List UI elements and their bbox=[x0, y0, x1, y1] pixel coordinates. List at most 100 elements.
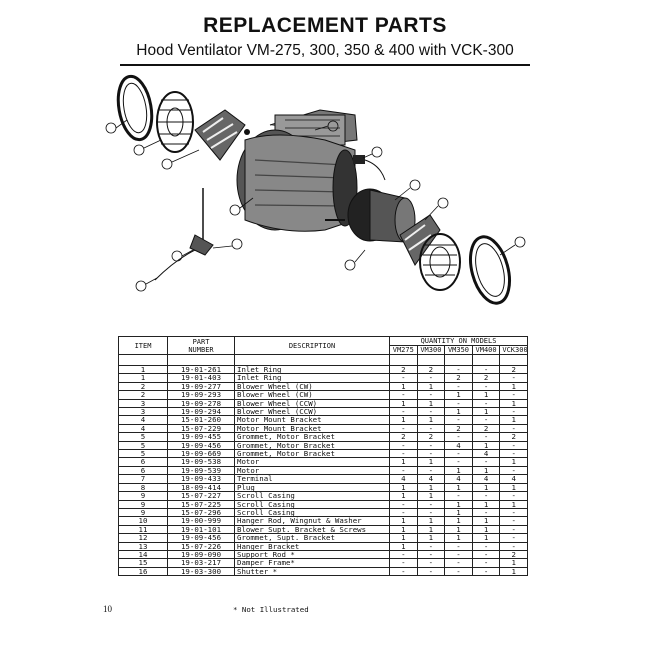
part-number-cell: 18-09-414 bbox=[167, 482, 235, 493]
quantity-cell: 1 bbox=[416, 482, 446, 493]
quantity-cell: - bbox=[444, 558, 473, 568]
quantity-cell: - bbox=[416, 507, 446, 518]
blower-wheel-right-illustration bbox=[419, 233, 461, 291]
quantity-cell: 1 bbox=[471, 533, 501, 543]
quantity-cell: 1 bbox=[471, 407, 501, 417]
quantity-cell: 2 bbox=[389, 432, 418, 442]
part-number-cell: 19-09-294 bbox=[167, 407, 235, 417]
description-cell: Support Rod * bbox=[234, 549, 390, 560]
part-number-cell: 19-01-261 bbox=[167, 364, 235, 375]
part-number-cell: 15-01-260 bbox=[167, 415, 235, 425]
quantity-cell: - bbox=[389, 423, 418, 434]
part-number-cell: 19-09-539 bbox=[167, 465, 235, 476]
quantity-cell: 4 bbox=[389, 474, 418, 484]
description-cell: Hanger Bracket bbox=[234, 541, 390, 551]
quantity-cell: 1 bbox=[416, 457, 446, 467]
parts-table: ITEM PART NUMBER DESCRIPTION QUANTITY ON… bbox=[118, 336, 528, 577]
motor-mount-bracket-left-illustration bbox=[194, 109, 246, 161]
quantity-cell: - bbox=[416, 373, 446, 383]
quantity-cell: 4 bbox=[416, 474, 446, 484]
scroll-casing-illustration bbox=[236, 109, 358, 232]
part-number-cell: 19-09-278 bbox=[167, 398, 235, 409]
quantity-cell: - bbox=[471, 432, 501, 442]
quantity-cell: - bbox=[416, 440, 446, 451]
quantity-cell: 1 bbox=[416, 491, 446, 501]
quantity-cell: - bbox=[499, 465, 528, 476]
quantity-cell: 2 bbox=[444, 423, 473, 434]
inlet-ring-right-illustration bbox=[469, 235, 511, 305]
description-cell: Inlet Ring bbox=[234, 373, 390, 383]
page-title: REPLACEMENT PARTS bbox=[203, 14, 447, 37]
quantity-cell: 1 bbox=[389, 398, 418, 409]
quantity-cell: - bbox=[389, 449, 418, 459]
item-cell: 16 bbox=[118, 566, 168, 577]
part-number-cell: 19-09-538 bbox=[167, 457, 235, 467]
motor-mount-bracket-right-illustration bbox=[399, 214, 441, 266]
item-cell: 14 bbox=[118, 549, 168, 560]
quantity-cell: - bbox=[416, 423, 446, 434]
quantity-cell: 1 bbox=[471, 524, 501, 535]
description-cell: Grommet, Motor Bracket bbox=[234, 440, 390, 451]
description-cell: Scroll Casing bbox=[234, 507, 390, 518]
hanger-rod-illustration bbox=[154, 188, 214, 281]
quantity-cell: - bbox=[499, 390, 528, 400]
quantity-cell: - bbox=[389, 407, 418, 417]
quantity-cell: - bbox=[471, 457, 501, 467]
quantity-cell: - bbox=[416, 541, 446, 551]
quantity-cell: 1 bbox=[471, 499, 501, 509]
quantity-cell: 1 bbox=[416, 415, 446, 425]
quantity-cell: 1 bbox=[389, 381, 418, 392]
quantity-cell: - bbox=[471, 549, 501, 560]
part-number-cell: 19-09-433 bbox=[167, 474, 235, 484]
quantity-cell: 2 bbox=[444, 373, 473, 383]
header-item: ITEM bbox=[118, 336, 168, 355]
quantity-cell: 1 bbox=[389, 524, 418, 535]
quantity-cell: - bbox=[499, 541, 528, 551]
quantity-cell: 4 bbox=[499, 474, 528, 484]
item-cell: 3 bbox=[118, 407, 168, 417]
quantity-cell: 1 bbox=[444, 524, 473, 535]
quantity-cell: 1 bbox=[471, 482, 501, 493]
quantity-cell: 2 bbox=[471, 423, 501, 434]
quantity-cell: - bbox=[444, 449, 473, 459]
title-rule bbox=[120, 64, 530, 66]
item-cell: 6 bbox=[118, 457, 168, 467]
spacer-row bbox=[118, 354, 528, 366]
quantity-cell: 1 bbox=[416, 398, 446, 409]
quantity-cell: - bbox=[471, 507, 501, 518]
quantity-cell: - bbox=[499, 449, 528, 459]
quantity-cell: - bbox=[416, 549, 446, 560]
quantity-cell: 4 bbox=[471, 474, 501, 484]
quantity-cell: - bbox=[389, 373, 418, 383]
item-cell: 1 bbox=[118, 373, 168, 383]
quantity-cell: - bbox=[499, 407, 528, 417]
item-cell: 9 bbox=[118, 491, 168, 501]
description-cell: Blower Wheel (CCW) bbox=[234, 398, 390, 409]
description-cell: Motor bbox=[234, 465, 390, 476]
quantity-cell: - bbox=[471, 398, 501, 409]
header-description: DESCRIPTION bbox=[234, 336, 390, 355]
quantity-cell: - bbox=[389, 507, 418, 518]
quantity-cell: 1 bbox=[389, 457, 418, 467]
header-model: VM300 bbox=[416, 345, 446, 355]
quantity-cell: 1 bbox=[471, 440, 501, 451]
description-cell: Shutter * bbox=[234, 566, 390, 577]
item-cell: 9 bbox=[118, 499, 168, 509]
quantity-cell: - bbox=[444, 415, 473, 425]
quantity-cell: - bbox=[499, 533, 528, 543]
quantity-cell: 1 bbox=[444, 516, 473, 526]
quantity-cell: 1 bbox=[444, 533, 473, 543]
item-cell: 9 bbox=[118, 507, 168, 518]
quantity-cell: - bbox=[389, 440, 418, 451]
